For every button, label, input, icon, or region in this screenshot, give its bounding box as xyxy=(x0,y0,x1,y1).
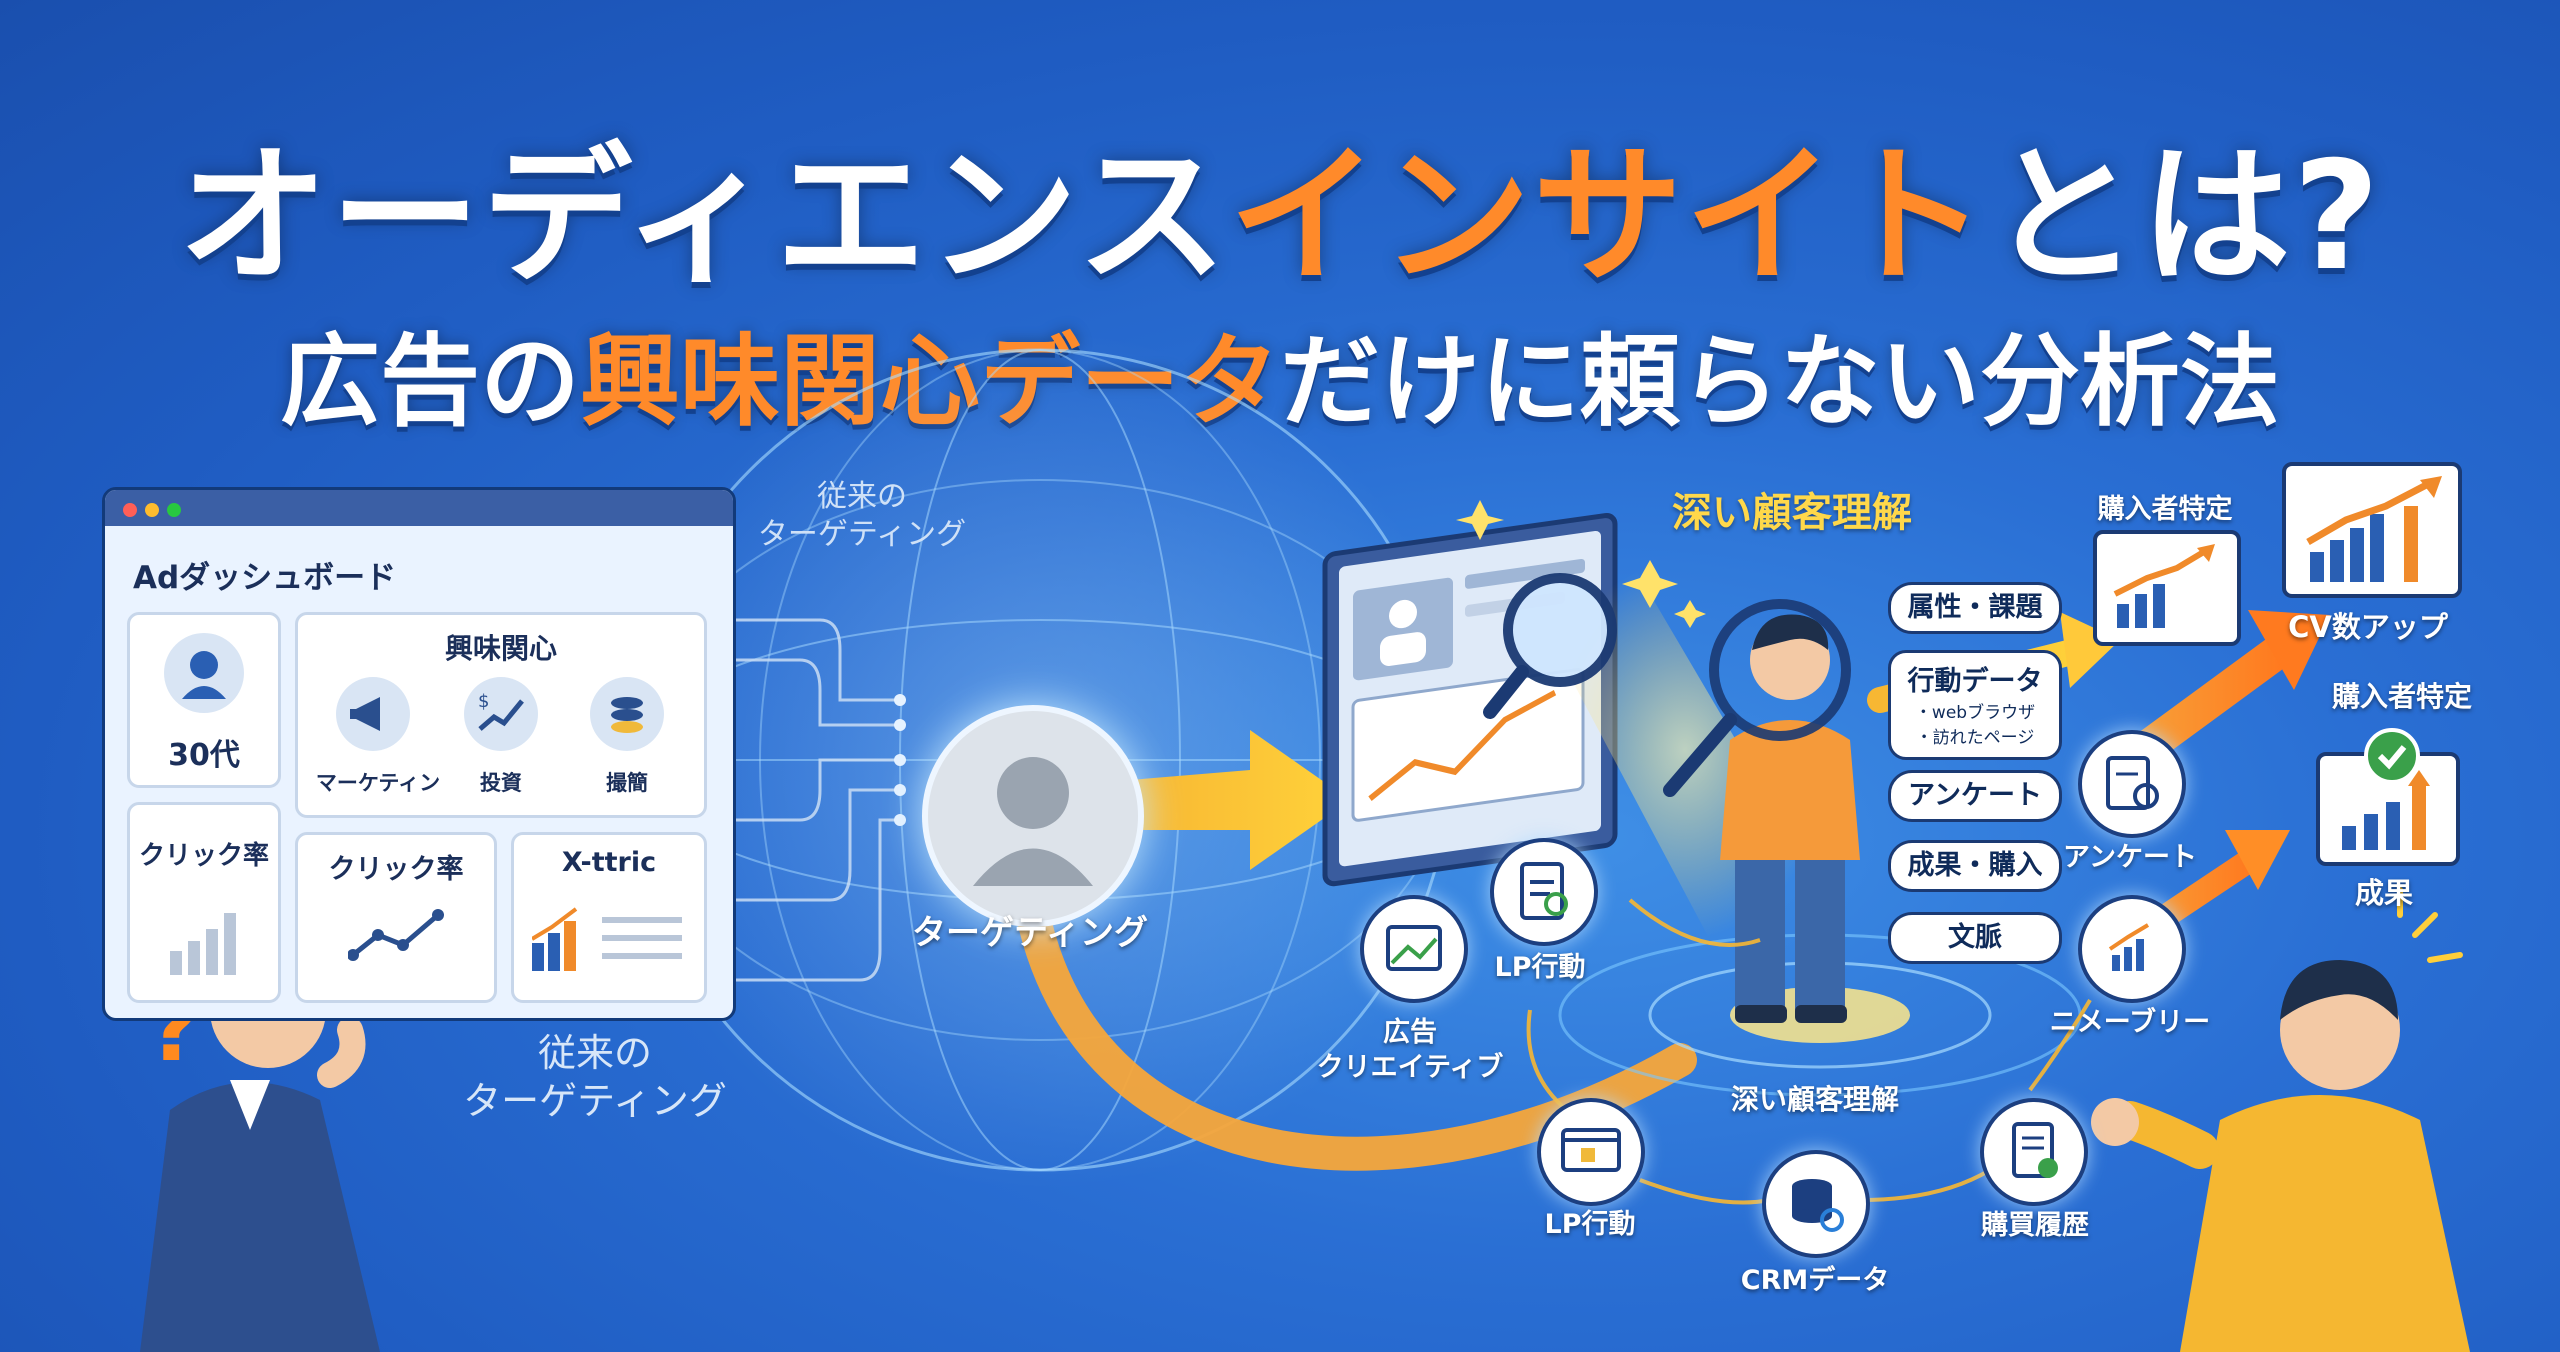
svg-text:$: $ xyxy=(478,691,489,712)
minimize-dot-icon xyxy=(145,503,159,517)
maximize-dot-icon xyxy=(167,503,181,517)
buyer-chart-1 xyxy=(2093,530,2241,646)
window-titlebar xyxy=(105,490,733,526)
behavior-sub-2: ・訪れたページ xyxy=(1915,728,2035,748)
metric-label: X-ttric xyxy=(561,847,657,878)
click-rate-label-1: クリック率 xyxy=(138,841,269,871)
browser-node-icon xyxy=(1537,1098,1645,1206)
user-icon xyxy=(164,633,244,713)
buyer-identification-label-2: 購入者特定 xyxy=(2331,680,2472,713)
age-label: 30代 xyxy=(168,738,240,773)
title-part: オーディエンス xyxy=(178,130,1229,304)
ad-dashboard: Adダッシュボード 30代 興味関心 $ マーケティン 投資 撮簡 クリック率 … xyxy=(102,487,736,1021)
outcome-purchase-pill: 成果・購入 xyxy=(1888,840,2062,892)
targeting-avatar xyxy=(922,705,1144,927)
newsletter-label: ニメーブリー xyxy=(2049,1007,2211,1038)
buyer-identification-label-1: 購入者特定 xyxy=(2097,494,2233,525)
outcome-chart-icon xyxy=(2342,770,2430,850)
receipt-node-icon xyxy=(1980,1098,2088,1206)
report-chart-icon xyxy=(532,907,682,971)
ad-creative-label: 広告 クリエイティブ xyxy=(1316,1017,1504,1084)
page-title: オーディエンスインサイトとは? xyxy=(0,95,2560,312)
lp-behavior-label-top: LP行動 xyxy=(1494,952,1586,983)
deep-understanding-heading: 深い顧客理解 xyxy=(1672,490,1912,536)
traditional-targeting-label-top: 従来の ターゲティング xyxy=(757,479,967,552)
crm-data-label: CRMデータ xyxy=(1740,1265,1890,1296)
database-node-icon xyxy=(1762,1150,1870,1258)
lp-behavior-label-bottom: LP行動 xyxy=(1544,1209,1636,1240)
growth-chart-icon xyxy=(2306,476,2442,582)
survey-node-label: アンケート xyxy=(2063,842,2197,873)
megaphone-icon xyxy=(336,677,410,751)
attribute-pill: 属性・課題 xyxy=(1888,582,2062,634)
interest-label-1: マーケティン xyxy=(315,771,441,795)
growth-chart-icon xyxy=(2113,544,2215,628)
title-part: とは? xyxy=(1988,130,2382,304)
subtitle-part: だけに頼らない分析法 xyxy=(1280,323,2280,440)
subtitle-part: 広告の xyxy=(280,323,580,440)
age-card: 30代 xyxy=(127,612,281,788)
close-dot-icon xyxy=(123,503,137,517)
cv-up-label: CV数アップ xyxy=(2288,610,2448,644)
targeting-label: ターゲティング xyxy=(912,913,1148,953)
interest-title: 興味関心 xyxy=(444,632,557,665)
line-chart-icon xyxy=(348,909,444,961)
interest-label-3: 撮簡 xyxy=(606,771,648,795)
interest-card: 興味関心 $ マーケティン 投資 撮簡 xyxy=(295,612,707,818)
bar-chart-icon xyxy=(170,913,236,975)
growth-chart-node-icon xyxy=(2078,895,2186,1003)
cv-chart xyxy=(2282,462,2462,598)
dashboard-title: Adダッシュボード xyxy=(133,560,397,596)
behavior-data-label: 行動データ xyxy=(1907,666,2043,697)
coins-icon xyxy=(590,677,664,751)
image-node-icon xyxy=(1360,895,1468,1003)
check-icon xyxy=(2364,728,2420,784)
behavior-sub-1: ・webブラウザ xyxy=(1914,703,2036,723)
click-rate-label-2: クリック率 xyxy=(328,854,464,885)
context-pill: 文脈 xyxy=(1888,912,2062,964)
click-rate-card-1: クリック率 xyxy=(127,802,281,1003)
traditional-targeting-label-bottom: 従来の ターゲティング xyxy=(463,1031,727,1123)
outcome-label: 成果 xyxy=(2354,876,2413,910)
behavior-data-pill: 行動データ ・webブラウザ ・訪れたページ xyxy=(1888,650,2062,760)
survey-node-icon xyxy=(2078,730,2186,838)
purchase-history-label: 購買履歴 xyxy=(1981,1210,2089,1241)
click-rate-card-2: クリック率 xyxy=(295,832,497,1003)
investment-icon: $ xyxy=(464,677,538,751)
metric-card: X-ttric xyxy=(511,832,707,1003)
deep-understanding-center-label: 深い顧客理解 xyxy=(1730,1083,1899,1116)
person-icon xyxy=(973,757,1093,886)
title-highlight: インサイト xyxy=(1228,130,1989,304)
interest-label-2: 投資 xyxy=(480,771,522,795)
clipboard-node-icon xyxy=(1490,838,1598,946)
survey-pill: アンケート xyxy=(1888,770,2062,822)
